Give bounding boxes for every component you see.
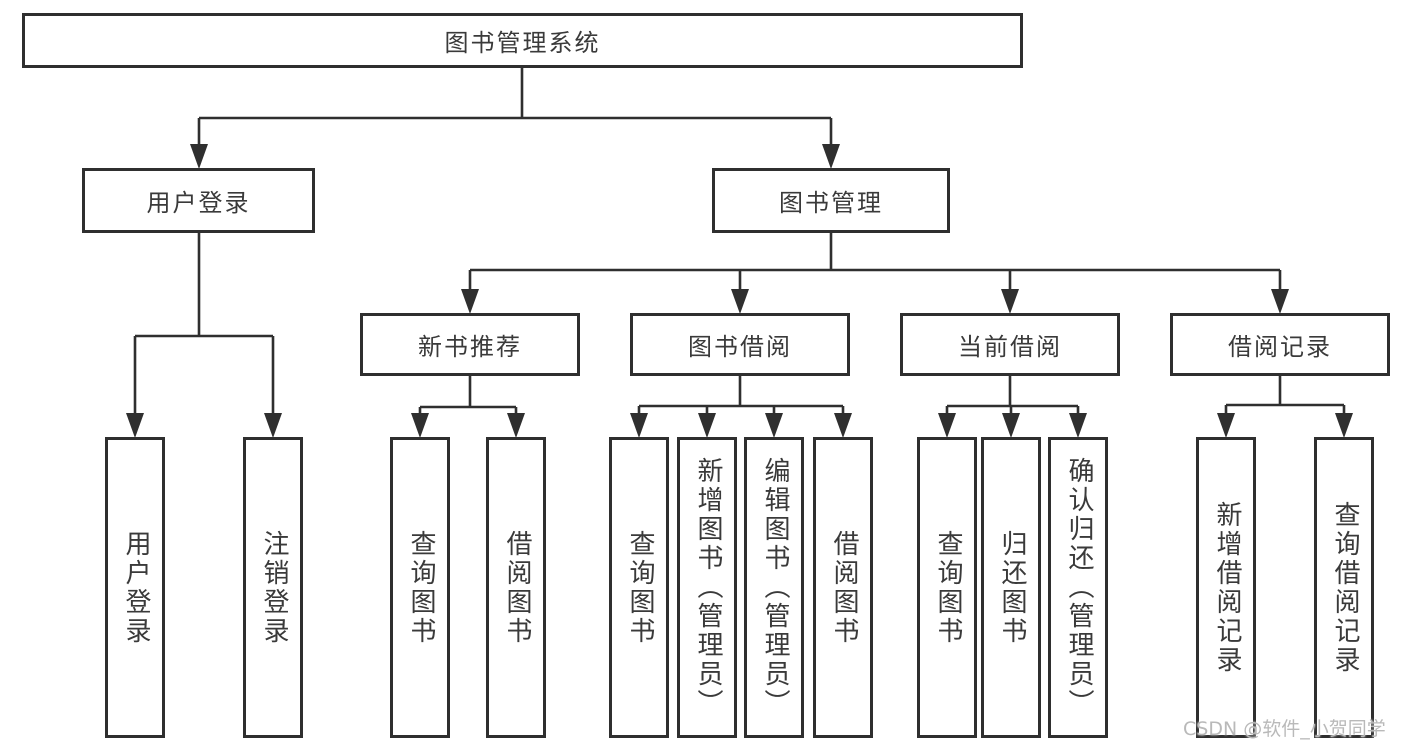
- arrow-down-icon: [765, 413, 783, 438]
- leaf-return-book: 归还图书: [981, 437, 1041, 738]
- leaf-add-borrow-record: 新增借阅记录: [1196, 437, 1256, 738]
- leaf-query-books-borrowing: 查询图书: [609, 437, 669, 738]
- arrow-down-icon: [1217, 413, 1235, 438]
- leaf-borrow-books-borrowing: 借阅图书: [813, 437, 873, 738]
- tree-edges: [133, 68, 1346, 415]
- arrow-down-icon: [507, 413, 525, 438]
- node-borrowing-records: 借阅记录: [1170, 313, 1390, 376]
- arrow-down-icon: [264, 413, 282, 438]
- node-library-management-system: 图书管理系统: [22, 13, 1023, 68]
- arrow-down-icon: [1002, 413, 1020, 438]
- arrow-down-icon: [630, 413, 648, 438]
- leaf-query-borrow-record: 查询借阅记录: [1314, 437, 1374, 738]
- node-new-book-recommendation: 新书推荐: [360, 313, 580, 376]
- arrow-down-icon: [698, 413, 716, 438]
- arrow-down-icon: [834, 413, 852, 438]
- arrow-down-icon: [1001, 289, 1019, 314]
- arrow-down-icon: [822, 144, 840, 169]
- leaf-logout: 注销登录: [243, 437, 303, 738]
- node-user-login: 用户登录: [82, 168, 315, 233]
- leaf-edit-book-admin: 编辑图书（管理员）: [744, 437, 804, 738]
- arrow-down-icon: [1271, 289, 1289, 314]
- arrow-down-icon: [461, 289, 479, 314]
- node-book-borrowing: 图书借阅: [630, 313, 850, 376]
- arrow-down-icon: [731, 289, 749, 314]
- leaf-add-book-admin: 新增图书（管理员）: [677, 437, 737, 738]
- leaf-confirm-return-admin: 确认归还（管理员）: [1048, 437, 1108, 738]
- node-book-management: 图书管理: [712, 168, 950, 233]
- arrow-down-icon: [1335, 413, 1353, 438]
- leaf-borrow-books-recommend: 借阅图书: [486, 437, 546, 738]
- arrow-down-icon: [126, 413, 144, 438]
- watermark-credit: CSDN @软件_小贺同学: [1183, 718, 1386, 740]
- arrow-down-icon: [411, 413, 429, 438]
- node-current-borrowing: 当前借阅: [900, 313, 1120, 376]
- arrow-down-icon: [190, 144, 208, 169]
- leaf-query-books-current: 查询图书: [917, 437, 977, 738]
- arrow-down-icon: [1069, 413, 1087, 438]
- leaf-query-books-recommend: 查询图书: [390, 437, 450, 738]
- leaf-user-login: 用户登录: [105, 437, 165, 738]
- arrow-down-icon: [938, 413, 956, 438]
